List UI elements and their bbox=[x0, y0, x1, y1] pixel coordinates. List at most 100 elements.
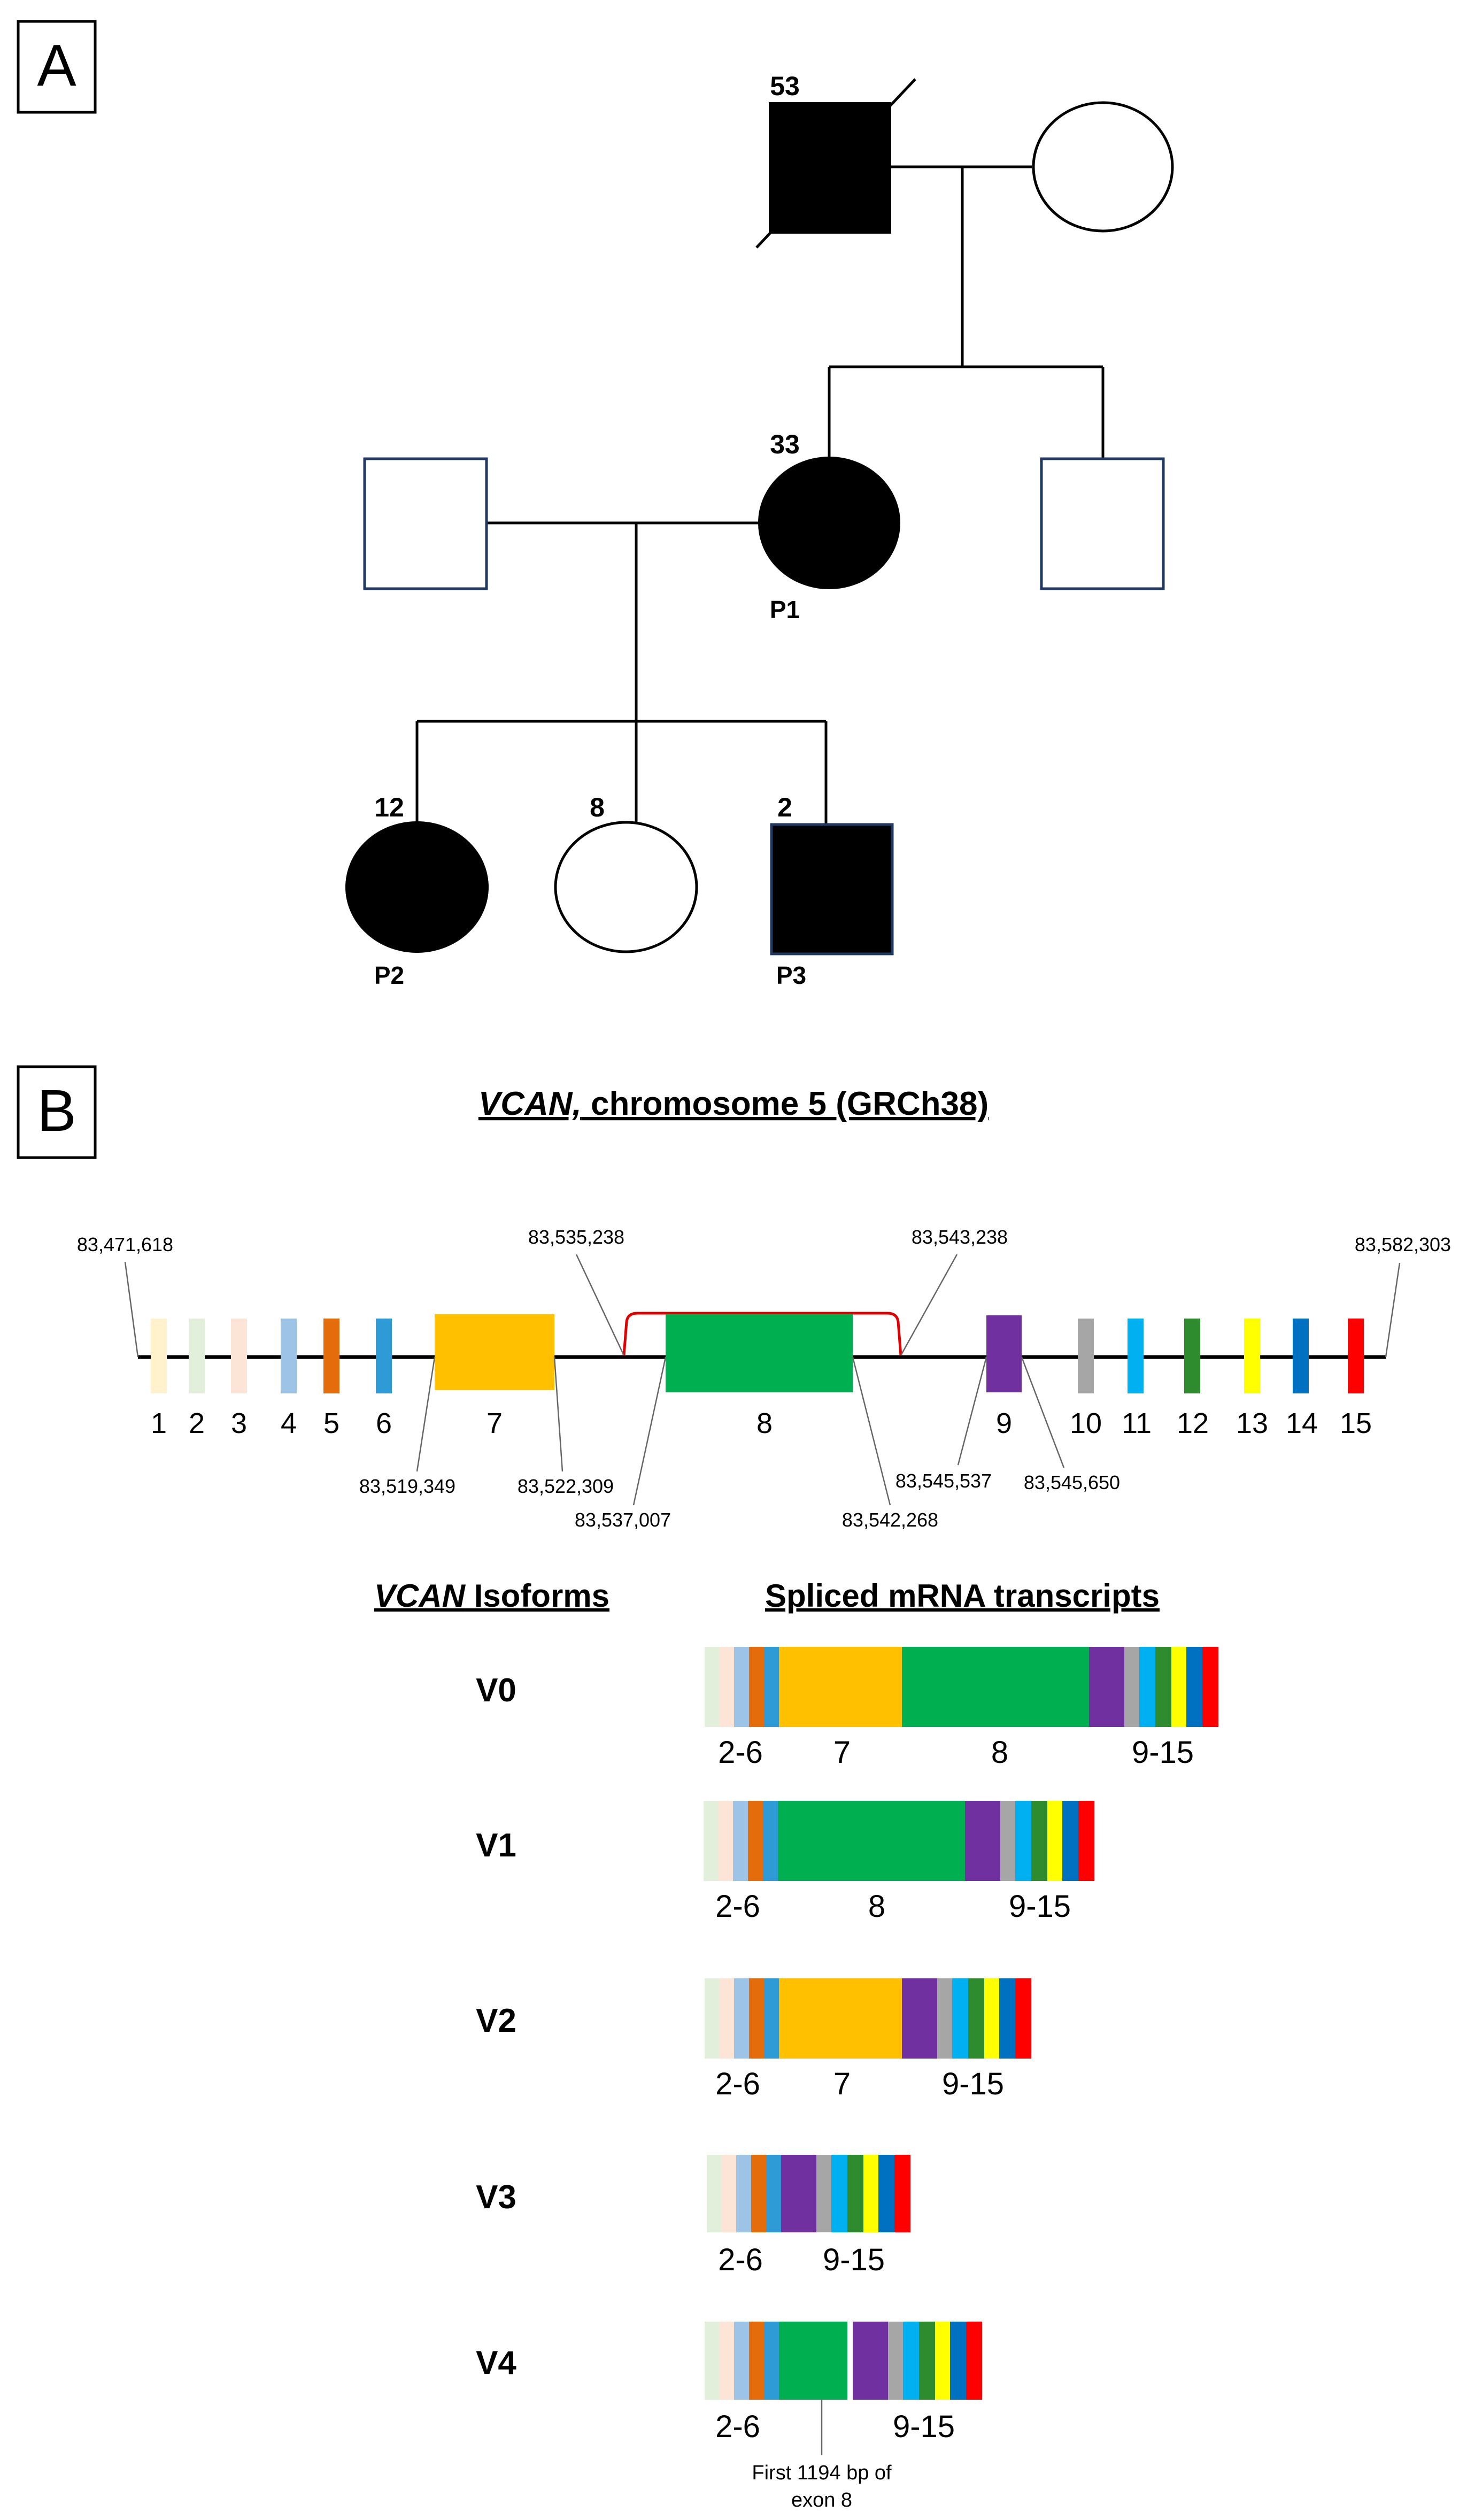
gene-title: VCAN, chromosome 5 (GRCh38) bbox=[478, 1085, 989, 1122]
v0-segment-exon-11 bbox=[1139, 1647, 1155, 1727]
v1-segment-exon-8 bbox=[778, 1801, 965, 1881]
exon-blocks bbox=[151, 1314, 1364, 1393]
coord-gene-start: 83,471,618 bbox=[77, 1234, 173, 1255]
v1-segment-exon-3 bbox=[718, 1801, 733, 1881]
v4-label-9-15: 9-15 bbox=[893, 2409, 955, 2444]
v1-segment-exon-6 bbox=[763, 1801, 778, 1881]
v4-segment-exon-3 bbox=[719, 2322, 734, 2400]
v0-segment-exon-6 bbox=[764, 1647, 779, 1727]
v0-label-7: 7 bbox=[833, 1735, 851, 1770]
v0-segment-exon-15 bbox=[1202, 1647, 1218, 1727]
v4-segment-exon-13 bbox=[935, 2322, 950, 2400]
exon-12 bbox=[1184, 1319, 1200, 1393]
mother-affected bbox=[758, 457, 900, 589]
v1-label-2-6: 2-6 bbox=[715, 1889, 760, 1924]
v3-label-9-15: 9-15 bbox=[823, 2242, 885, 2277]
transcript-v0 bbox=[705, 1647, 1218, 1727]
child1-affected bbox=[345, 821, 489, 953]
v4-segment-exon-15 bbox=[966, 2322, 982, 2400]
v2-segment-exon-6 bbox=[764, 1978, 779, 2059]
exon-4 bbox=[281, 1319, 297, 1393]
v3-segment-exon-15 bbox=[894, 2155, 910, 2232]
v2-label-7: 7 bbox=[833, 2067, 851, 2101]
exon-3 bbox=[231, 1319, 247, 1393]
child2-unaffected bbox=[554, 821, 698, 953]
exon-label-12: 12 bbox=[1177, 1407, 1209, 1439]
panel-a: A 53 33 P1 12 8 2 bbox=[17, 20, 1174, 989]
exon-14 bbox=[1293, 1319, 1309, 1393]
isoforms-heading-rest: Isoforms bbox=[465, 1578, 609, 1614]
exon-label-2: 2 bbox=[189, 1407, 205, 1439]
exon-6 bbox=[376, 1319, 392, 1393]
exon-8 bbox=[666, 1314, 853, 1392]
v1-segment-exon-14 bbox=[1062, 1801, 1078, 1881]
coord-exon7-start: 83,519,349 bbox=[359, 1475, 455, 1497]
v1-segment-exon-9 bbox=[965, 1801, 1000, 1881]
v3-segment-exon-13 bbox=[863, 2155, 878, 2232]
v3-segment-exon-10 bbox=[816, 2155, 831, 2232]
v1-segment-exon-5 bbox=[748, 1801, 763, 1881]
exon-15 bbox=[1348, 1319, 1364, 1393]
transcripts-heading: Spliced mRNA transcripts bbox=[765, 1578, 1160, 1614]
v0-segment-exon-5 bbox=[749, 1647, 764, 1727]
panel-b: B VCAN, chromosome 5 (GRCh38) bbox=[17, 1065, 1451, 2511]
exon-label-5: 5 bbox=[323, 1407, 339, 1439]
v3-segment-exon-2 bbox=[707, 2155, 721, 2232]
v0-segment-exon-4 bbox=[734, 1647, 749, 1727]
v0-segment-exon-12 bbox=[1155, 1647, 1171, 1727]
v4-segment-exon-11 bbox=[903, 2322, 919, 2400]
v2-label-2-6: 2-6 bbox=[715, 2067, 760, 2101]
transcript-labels: 2-6 7 8 9-15 2-6 8 9-15 2-6 7 9-15 2-6 9… bbox=[715, 1735, 1194, 2444]
panel-b-label: B bbox=[37, 1078, 76, 1144]
exon-label-15: 15 bbox=[1340, 1407, 1372, 1439]
v1-segment-exon-11 bbox=[1015, 1801, 1031, 1881]
v4-segment-exon-10 bbox=[888, 2322, 903, 2400]
exon-9 bbox=[986, 1315, 1022, 1392]
child2-age: 8 bbox=[590, 792, 605, 822]
v2-segment-exon-7 bbox=[779, 1978, 902, 2059]
v2-segment-exon-11 bbox=[952, 1978, 968, 2059]
v1-label-8: 8 bbox=[868, 1889, 885, 1924]
v2-segment-exon-4 bbox=[734, 1978, 749, 2059]
child1-age: 12 bbox=[374, 792, 404, 822]
exon-label-11: 11 bbox=[1122, 1407, 1152, 1439]
exon-7 bbox=[435, 1314, 554, 1390]
v3-segment-exon-12 bbox=[847, 2155, 863, 2232]
coord-deletion-start: 83,535,238 bbox=[528, 1226, 624, 1248]
v4-segment-exon-14 bbox=[950, 2322, 966, 2400]
exon-label-10: 10 bbox=[1070, 1407, 1102, 1439]
v2-segment-exon-13 bbox=[984, 1978, 999, 2059]
v3-segment-exon-5 bbox=[751, 2155, 766, 2232]
coord-gene-end: 83,582,303 bbox=[1355, 1234, 1451, 1255]
v2-segment-exon-5 bbox=[749, 1978, 764, 2059]
v2-segment-exon-10 bbox=[937, 1978, 952, 2059]
v0-segment-exon-7 bbox=[779, 1647, 902, 1727]
father-unaffected bbox=[363, 457, 488, 590]
pedigree-lines bbox=[415, 165, 1105, 824]
v0-segment-exon-3 bbox=[719, 1647, 734, 1727]
uncle-unaffected bbox=[1040, 457, 1165, 590]
panel-a-label: A bbox=[37, 33, 76, 98]
v2-segment-exon-2 bbox=[705, 1978, 719, 2059]
transcript-v4 bbox=[705, 2322, 982, 2400]
exon-label-7: 7 bbox=[487, 1407, 503, 1439]
coord-exon8-start: 83,537,007 bbox=[575, 1509, 671, 1531]
exon-13 bbox=[1244, 1319, 1260, 1393]
exon-label-8: 8 bbox=[756, 1407, 773, 1439]
transcript-v1 bbox=[704, 1801, 1094, 1881]
coord-deletion-end: 83,543,238 bbox=[912, 1226, 1008, 1248]
isoform-names: V0 V1 V2 V3 V4 bbox=[476, 1672, 516, 2382]
mother-age: 33 bbox=[770, 429, 800, 459]
gene-title-gene: VCAN, bbox=[478, 1085, 582, 1122]
panel-a-label-box bbox=[17, 20, 97, 114]
v0-segment-exon-10 bbox=[1124, 1647, 1139, 1727]
exon-labels: 1 2 3 4 5 6 7 8 9 10 11 12 13 14 15 bbox=[151, 1407, 1372, 1439]
exon-label-1: 1 bbox=[151, 1407, 167, 1439]
v0-label-9-15: 9-15 bbox=[1132, 1735, 1194, 1770]
isoforms-heading-gene: VCAN bbox=[374, 1578, 466, 1614]
v0-label-2-6: 2-6 bbox=[718, 1735, 763, 1770]
v1-label-9-15: 9-15 bbox=[1009, 1889, 1071, 1924]
v4-note-line1: First 1194 bp of bbox=[752, 2462, 892, 2484]
exon-label-14: 14 bbox=[1286, 1407, 1318, 1439]
